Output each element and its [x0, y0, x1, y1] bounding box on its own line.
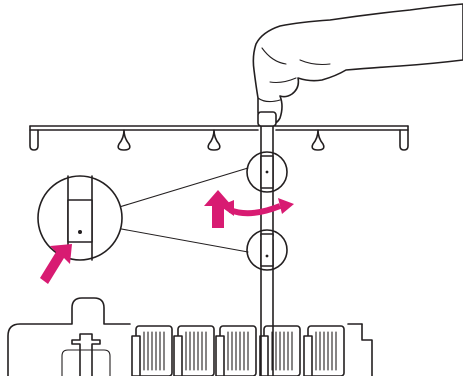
guide-bar-rod: [29, 125, 409, 131]
upper-detail-circle: [246, 151, 288, 193]
magnified-sleeve: [67, 199, 93, 243]
cone-1: [131, 325, 173, 376]
cone-4: [259, 325, 301, 376]
pointer-arrow: [40, 244, 72, 284]
thread-eyelet-2: [207, 129, 221, 151]
lower-circle-outline: [246, 229, 288, 271]
hand-icon: [252, 3, 463, 127]
cone-base: [259, 335, 269, 376]
magnified-dot: [78, 230, 82, 234]
cone-ridges: [227, 331, 249, 371]
cone-body: [307, 325, 345, 376]
cone-ridges: [315, 331, 337, 371]
thread-guide-bar: [29, 125, 409, 151]
magnified-detail: [37, 167, 249, 261]
pointer-arrow-icon: [40, 244, 72, 284]
guide-bar-right-hook: [399, 125, 409, 151]
pole-knob: [257, 111, 277, 127]
lower-joint-dot: [265, 254, 269, 258]
upper-joint-dot: [265, 170, 269, 174]
cone-body: [177, 325, 215, 376]
thread-eyelet-1: [117, 129, 131, 151]
thread-eyelet-3: [311, 129, 325, 151]
cone-ridges: [271, 331, 293, 371]
cone-body: [135, 325, 173, 376]
cone-base: [173, 335, 183, 376]
cone-base: [215, 335, 225, 376]
machine-body: [7, 297, 373, 376]
cone-base: [131, 335, 141, 376]
lower-detail-circle: [246, 229, 288, 271]
cone-2: [173, 325, 215, 376]
machine-top-outline: [7, 297, 373, 376]
lift-arrow: [204, 190, 232, 228]
leader-line-top: [115, 167, 249, 209]
leader-line-bottom: [115, 227, 249, 253]
front-spool-holder: [71, 333, 101, 376]
front-spool-inner: [61, 349, 111, 376]
cone-ridges: [185, 331, 207, 371]
cone-body: [263, 325, 301, 376]
cone-5: [303, 325, 345, 376]
upper-circle-outline: [246, 151, 288, 193]
guide-bar-left-hook: [29, 125, 39, 151]
rotate-arrowhead-right: [278, 198, 294, 214]
cone-ridges: [143, 331, 165, 371]
hand-finger-lines: [257, 47, 331, 103]
rotate-arrowhead-left: [220, 200, 234, 216]
rotate-arrow-icon: [220, 198, 294, 217]
lower-joint-sleeve: [260, 233, 274, 267]
cone-body: [219, 325, 257, 376]
thread-cones: [131, 325, 345, 376]
cone-base: [303, 335, 313, 376]
cone-3: [215, 325, 257, 376]
arrow-up-icon: [204, 190, 232, 228]
